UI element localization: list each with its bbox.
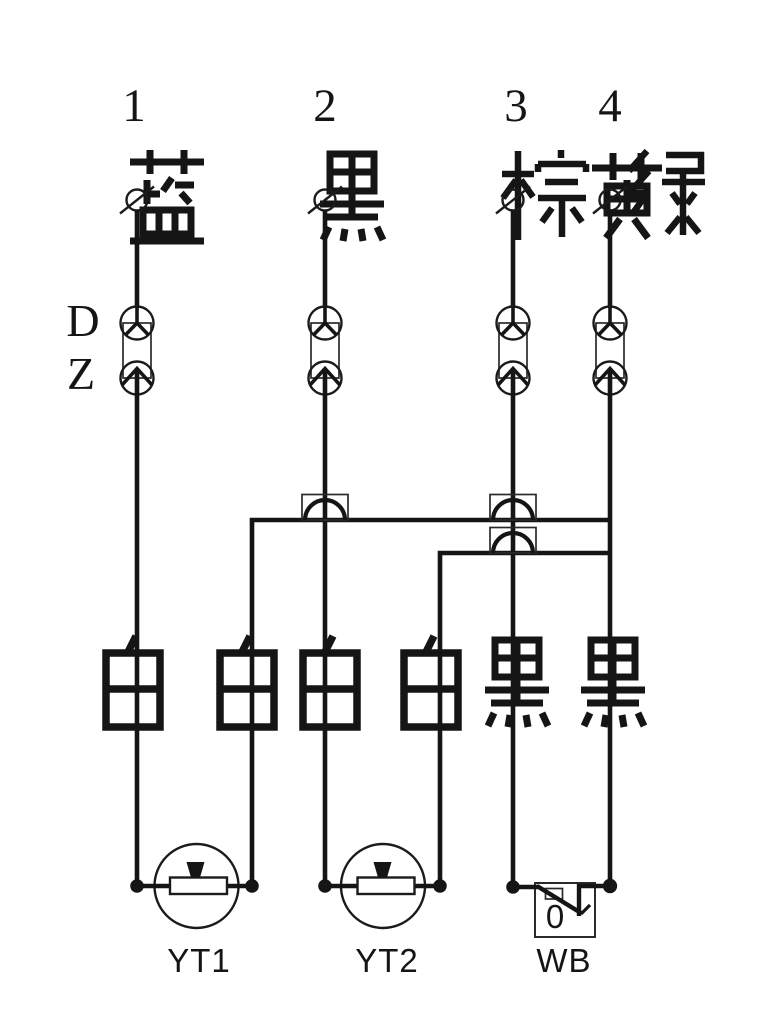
connector-label-z: Z — [67, 348, 95, 399]
wb-label: WB — [536, 942, 591, 979]
wb-right-lead — [576, 883, 610, 916]
wb-zero-mark: 0 — [546, 898, 564, 935]
crossover-bridge-1 — [301, 493, 349, 521]
yt2-element-body — [356, 876, 416, 896]
junction-dot — [318, 879, 332, 893]
terminal-4-color-label: 黄绿 — [577, 151, 705, 238]
junction-dot — [506, 880, 520, 894]
yt2-wiper-arrow-icon — [373, 862, 392, 878]
terminal-symbol-2 — [307, 185, 343, 215]
wire-label-5: 黑 — [467, 634, 549, 727]
junction-dot — [130, 879, 144, 893]
component-wb: 0 — [513, 882, 610, 938]
crossover-bridge-3 — [489, 526, 537, 554]
hanzi-bai-glyph — [303, 636, 357, 727]
connector-pair-1 — [119, 305, 155, 396]
connector-label-d: D — [66, 295, 99, 346]
yt1-label: YT1 — [167, 942, 231, 979]
wire-label-4: 白 — [381, 634, 458, 727]
wire-label-2: 白 — [197, 634, 274, 727]
component-yt2 — [325, 842, 440, 930]
yt1-wiper-arrow-icon — [186, 862, 205, 878]
junction-dot — [245, 879, 259, 893]
wb-switch-blade — [535, 884, 583, 915]
terminal-number-4: 4 — [598, 80, 622, 132]
wire-label-1: 白 — [83, 634, 160, 727]
yt1-element-body — [168, 876, 229, 896]
terminal-symbol-3 — [495, 185, 531, 215]
wire-label-6: 黑 — [563, 634, 645, 727]
terminal-1-color-label: 蓝 — [117, 150, 204, 241]
crossover-bridge-2 — [489, 493, 537, 521]
hanzi-bai-glyph — [220, 636, 274, 727]
junction-dot — [433, 879, 447, 893]
terminal-number-2: 2 — [313, 80, 337, 132]
hanzi-bai-glyph — [404, 636, 458, 727]
terminal-number-3: 3 — [504, 80, 528, 132]
hanzi-bai-glyph — [106, 636, 160, 727]
terminal-number-1: 1 — [122, 80, 146, 132]
yt2-label: YT2 — [355, 942, 419, 979]
wb-blade-barb — [579, 903, 592, 916]
terminal-3-color-label: 棕 — [493, 150, 586, 240]
component-yt1 — [137, 842, 252, 930]
wire-label-3: 白 — [280, 634, 357, 727]
junction-dot — [602, 878, 618, 894]
return-wire-yt2 — [437, 550, 610, 886]
